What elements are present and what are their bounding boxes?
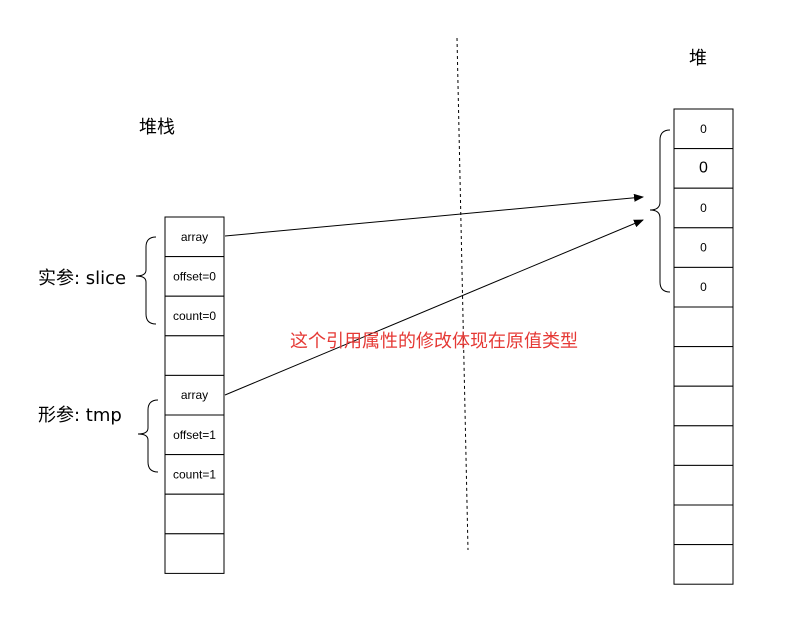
arrow-actual-to-heap <box>224 193 644 237</box>
heap-cell <box>673 425 734 466</box>
heap-cell <box>673 266 734 308</box>
stack-cell <box>164 216 225 258</box>
heap-cell <box>673 346 734 387</box>
stack-cell <box>164 374 225 416</box>
heap-brace <box>649 129 671 293</box>
heap-title: 堆 <box>689 48 707 69</box>
heap-cell <box>673 504 734 546</box>
stack-cell-text: count=1 <box>173 467 216 481</box>
heap-cell <box>673 108 734 150</box>
heap-cell-text: 0 <box>700 201 707 215</box>
heap-cell-text: 0 <box>700 280 707 294</box>
stack-cell <box>164 493 225 535</box>
heap-cell <box>673 385 734 427</box>
annotation-text: 这个引用属性的修改体现在原值类型 <box>290 331 578 352</box>
stack-table: array offset=0 count=0 array offset=1 count=1 <box>164 216 225 574</box>
stack-cell <box>164 335 225 376</box>
stack-cell-text: array <box>181 388 208 402</box>
heap-cell <box>673 227 734 268</box>
heap-cell-text: 0 <box>700 241 707 255</box>
actual-param-label: 实参: slice <box>38 268 127 289</box>
stack-cell <box>164 256 225 297</box>
stack-cell <box>164 414 225 456</box>
heap-cell <box>673 464 734 506</box>
actual-param-brace <box>135 236 157 325</box>
stack-cell-text: array <box>181 230 208 244</box>
heap-cell-text: 0 <box>699 159 708 176</box>
stack-title: 堆栈 <box>139 117 175 138</box>
stack-cell <box>164 454 225 495</box>
heap-cell-text: 0 <box>700 122 707 136</box>
stack-cell <box>164 533 225 574</box>
stack-cell-text: offset=0 <box>173 269 216 283</box>
formal-param-label: 形参: tmp <box>38 405 122 426</box>
heap-cell <box>673 306 734 348</box>
divider-line <box>456 37 469 551</box>
arrow-formal-to-heap <box>224 219 644 396</box>
stack-cell-text: count=0 <box>173 309 216 323</box>
stack-cell-text: offset=1 <box>173 428 216 442</box>
heap-cell <box>673 187 734 229</box>
heap-table: 0 0 0 0 0 <box>673 108 734 585</box>
formal-param-brace <box>137 399 159 473</box>
heap-cell <box>673 148 734 189</box>
heap-cell <box>673 544 734 585</box>
